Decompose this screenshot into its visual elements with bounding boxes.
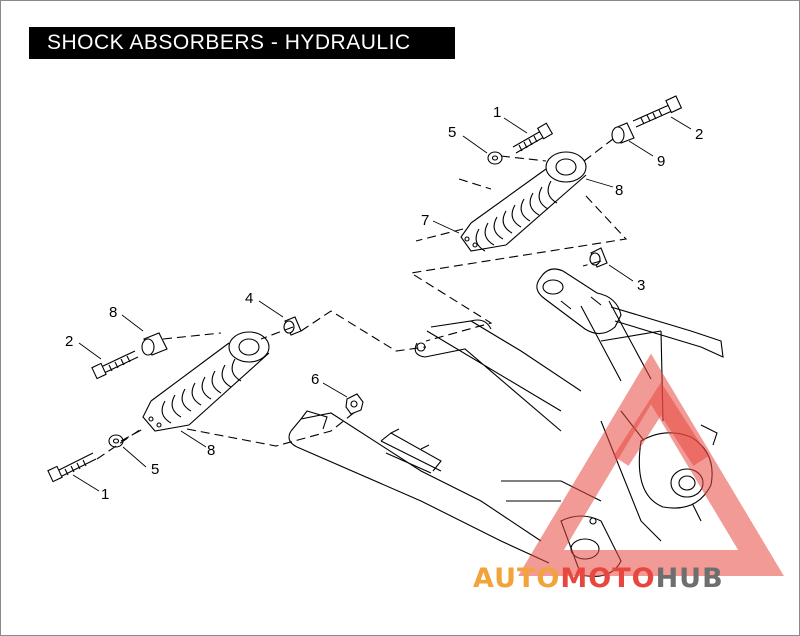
page-title: SHOCK ABSORBERS - HYDRAULIC xyxy=(29,27,455,59)
callout-2-upper: 2 xyxy=(695,126,703,143)
washer-lower-5 xyxy=(108,434,124,448)
callout-2-lower: 2 xyxy=(65,333,73,350)
bolt-upper-1 xyxy=(512,122,554,154)
spacer-9 xyxy=(611,122,635,144)
bolt-lower-1 xyxy=(47,452,97,483)
nut-6 xyxy=(345,393,364,415)
bolt-lower-2 xyxy=(91,350,139,380)
bushing-4 xyxy=(283,316,302,336)
callout-labels: 1 2 5 9 8 7 3 4 8 2 6 5 8 1 xyxy=(65,104,703,503)
upper-shock-absorber xyxy=(460,151,587,252)
washer-upper-5 xyxy=(487,151,503,165)
watermark-part-2: MOTO xyxy=(560,563,655,594)
callout-4: 4 xyxy=(245,290,253,307)
callout-3: 3 xyxy=(637,277,645,294)
watermark-part-1: AUTO xyxy=(473,563,560,594)
callout-1-upper: 1 xyxy=(493,104,501,121)
svg-text:AUTOMOTOHUB: AUTOMOTOHUB xyxy=(473,563,724,594)
lower-shock-absorber xyxy=(142,331,270,432)
callout-6: 6 xyxy=(311,371,319,388)
leader-lines xyxy=(72,116,692,492)
callout-9: 9 xyxy=(657,153,665,170)
callout-1-lower: 1 xyxy=(101,486,109,503)
callout-8-upper: 8 xyxy=(615,182,623,199)
callout-8-left: 8 xyxy=(109,304,117,321)
swingarm-frame xyxy=(288,268,724,577)
callout-7: 7 xyxy=(421,212,429,229)
assembly-lines xyxy=(96,138,628,460)
spacer-8-left xyxy=(141,332,168,356)
watermark-part-3: HUB xyxy=(656,563,724,594)
bushing-3 xyxy=(589,247,608,268)
watermark-logo: AUTOMOTOHUB xyxy=(473,353,784,594)
callout-5-upper: 5 xyxy=(448,124,456,141)
callout-5-lower: 5 xyxy=(151,461,159,478)
callout-8-lower: 8 xyxy=(207,442,215,459)
bolt-upper-2 xyxy=(632,95,683,128)
